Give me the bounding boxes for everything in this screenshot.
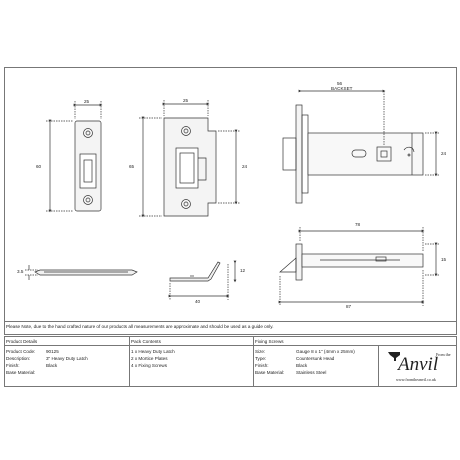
table-divider-1: [129, 336, 130, 386]
backset-label: BACKSET: [331, 86, 353, 91]
notice-frame: [4, 321, 457, 335]
screw-type-key: Type:: [255, 356, 267, 361]
dim-latch-width: 25: [84, 99, 90, 104]
latch-profile-drawing: [34, 269, 138, 276]
latch-faceplate-drawing: [74, 120, 102, 212]
product-details-header: Product Details: [6, 339, 38, 344]
plate-profile-drawing: [169, 261, 221, 282]
latch-body-drawing: [282, 104, 424, 204]
screw-size-value: Gauge 8 x 1" (4mm x 25mm): [296, 349, 355, 354]
pack-item: 4 x Fixing Screws: [131, 363, 167, 368]
product-code-key: Product Code:: [6, 349, 36, 354]
screw-material-value: Stainless Steel: [296, 370, 327, 375]
dim-plate-profile-width: 40: [195, 299, 201, 304]
screw-type-value: Countersunk Head: [296, 356, 335, 361]
dim-overall-length: 87: [346, 304, 352, 309]
pack-contents-header: Pack Contents: [131, 339, 161, 344]
description-value: 3" Heavy Duty Latch: [46, 356, 88, 361]
logo-name: Anvil: [398, 354, 439, 375]
details-table: [4, 336, 457, 387]
dim-body-height: 24: [441, 151, 447, 156]
description-key: Description:: [6, 356, 31, 361]
pack-item: 2 x Mortice Plates: [131, 356, 168, 361]
dim-latch-height: 60: [36, 164, 42, 169]
dim-plate-side: 24: [242, 164, 248, 169]
dim-side-length: 78: [355, 222, 361, 227]
anvil-logo: From the Anvil www.fromtheanvil.co.uk: [384, 346, 456, 386]
logo-from-the: From the: [436, 352, 451, 357]
dim-plate-profile-height: 12: [240, 268, 246, 273]
screw-finish-value: Black: [296, 363, 308, 368]
dim-profile-thickness: 3.5: [17, 269, 24, 274]
screw-finish-key: Finish:: [255, 363, 269, 368]
table-divider-2: [253, 336, 254, 386]
finish-key: Finish:: [6, 363, 20, 368]
latch-side-drawing: [279, 243, 424, 281]
table-header-rule: [4, 345, 456, 346]
fixing-screws-header: Fixing Screws: [255, 339, 284, 344]
dim-backset: 56: [337, 81, 343, 86]
product-code-value: 90125: [46, 349, 59, 354]
dim-side-height: 15: [441, 257, 447, 262]
table-divider-3: [378, 345, 379, 386]
base-material-key: Base Material:: [6, 370, 36, 375]
anvil-mark-icon: [388, 352, 400, 361]
logo-url: www.fromtheanvil.co.uk: [396, 377, 436, 382]
dim-plate-height: 65: [129, 164, 135, 169]
pack-item: 1 x Heavy Duty Latch: [131, 349, 175, 354]
finish-value: Black: [46, 363, 58, 368]
screw-material-key: Base Material:: [255, 370, 285, 375]
disclaimer-note: Please Note, due to the hand crafted nat…: [6, 324, 274, 329]
dim-plate-width: 25: [183, 98, 189, 103]
screw-size-key: Size:: [255, 349, 266, 354]
mortice-plate-drawing: [163, 117, 217, 217]
